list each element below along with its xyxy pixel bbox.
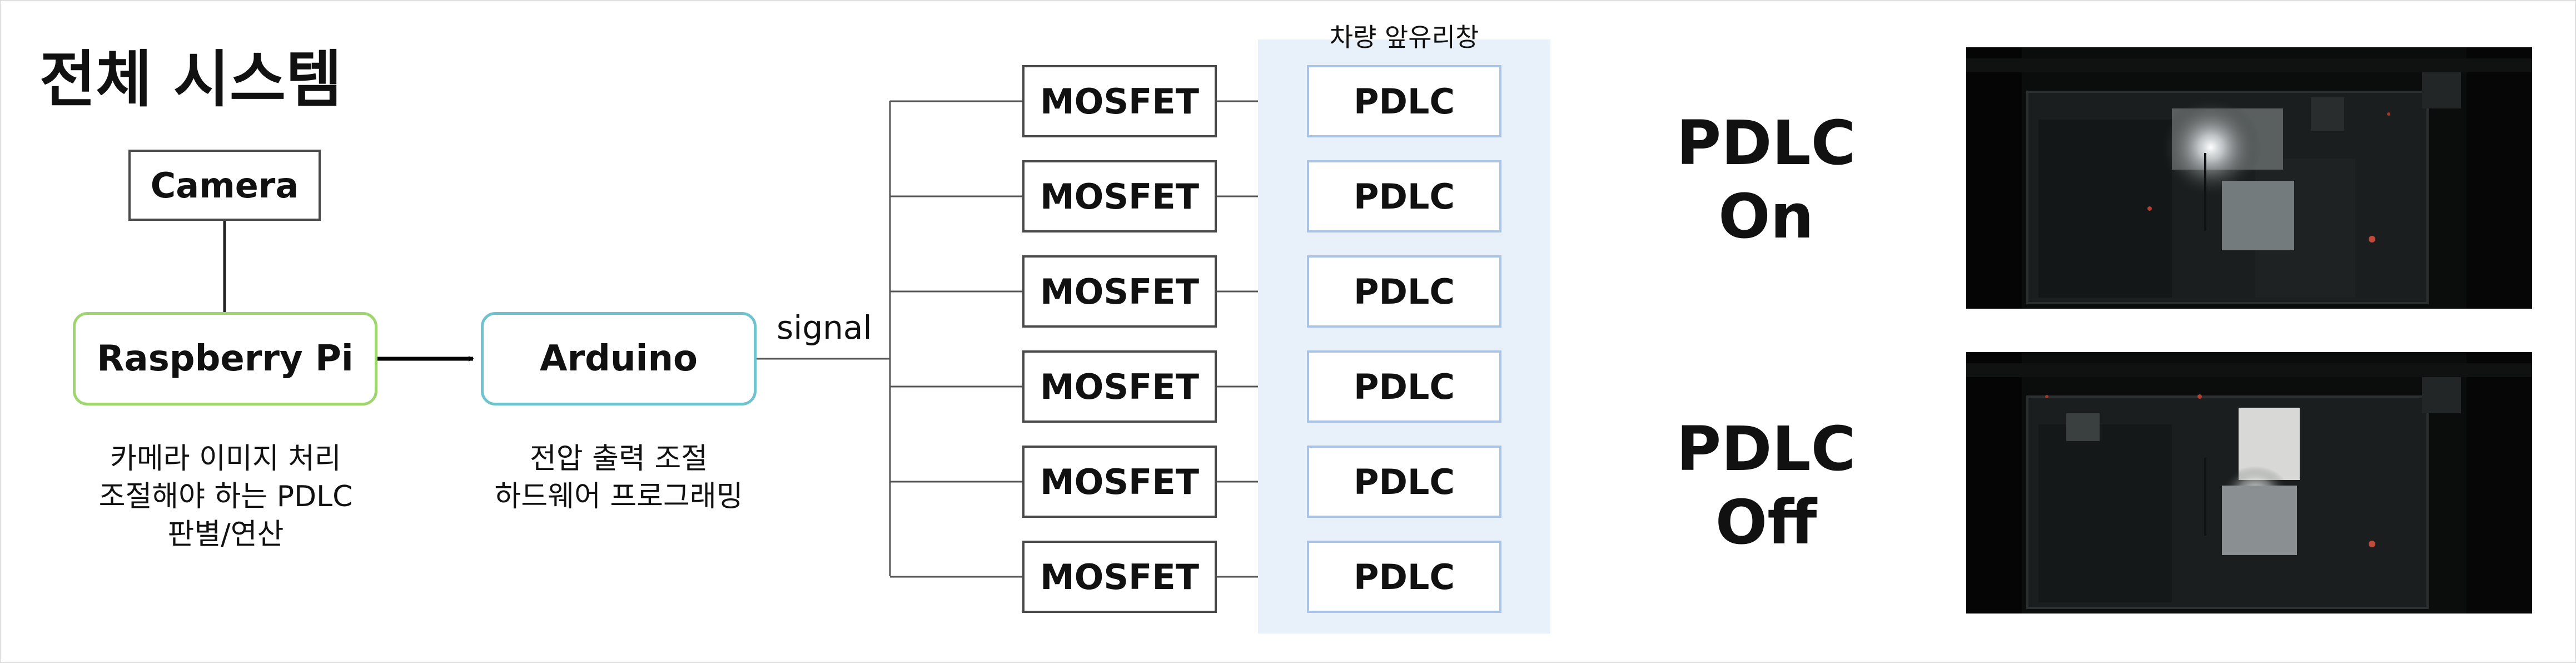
windshield-panel-label: 차량 앞유리창 bbox=[1329, 22, 1479, 52]
pdlc-block: PDLC bbox=[1307, 350, 1501, 423]
mosfet-block: MOSFET bbox=[1022, 160, 1217, 232]
rpi-desc-line: 조절해야 하는 PDLC bbox=[98, 480, 353, 513]
camera-block: Camera bbox=[128, 150, 321, 221]
arduino-description: 전압 출력 조절 하드웨어 프로그래밍 bbox=[452, 440, 785, 516]
state-line: PDLC bbox=[1676, 107, 1856, 179]
mosfet-block: MOSFET bbox=[1022, 446, 1217, 518]
mosfet-block: MOSFET bbox=[1022, 255, 1217, 328]
mosfet-block: MOSFET bbox=[1022, 541, 1217, 613]
mosfet-block: MOSFET bbox=[1022, 350, 1217, 423]
pdlc-on-photo bbox=[1966, 47, 2532, 309]
mosfet-branches bbox=[890, 100, 1022, 578]
pdlc-block: PDLC bbox=[1307, 541, 1501, 613]
pdlc-off-photo bbox=[1966, 352, 2532, 613]
state-line: Off bbox=[1715, 487, 1817, 558]
raspberry-pi-description: 카메라 이미지 처리 조절해야 하는 PDLC 판별/연산 bbox=[45, 440, 406, 553]
pdlc-block: PDLC bbox=[1307, 160, 1501, 232]
rpi-desc-line: 판별/연산 bbox=[167, 518, 284, 551]
raspberry-pi-block: Raspberry Pi bbox=[73, 312, 377, 405]
arduino-desc-line: 전압 출력 조절 bbox=[529, 442, 708, 476]
pdlc-off-label: PDLC Off bbox=[1655, 412, 1877, 559]
rpi-desc-line: 카메라 이미지 처리 bbox=[110, 442, 341, 476]
arduino-block: Arduino bbox=[481, 312, 757, 405]
pdlc-on-label: PDLC On bbox=[1655, 106, 1877, 253]
arduino-desc-line: 하드웨어 프로그래밍 bbox=[494, 480, 743, 513]
page-title: 전체 시스템 bbox=[39, 44, 342, 115]
signal-label: signal bbox=[777, 309, 872, 347]
pdlc-block: PDLC bbox=[1307, 255, 1501, 328]
mosfet-block: MOSFET bbox=[1022, 65, 1217, 137]
state-line: PDLC bbox=[1676, 413, 1856, 484]
state-line: On bbox=[1718, 181, 1814, 252]
windshield-panel bbox=[1258, 39, 1550, 634]
pdlc-block: PDLC bbox=[1307, 65, 1501, 137]
pdlc-block: PDLC bbox=[1307, 446, 1501, 518]
